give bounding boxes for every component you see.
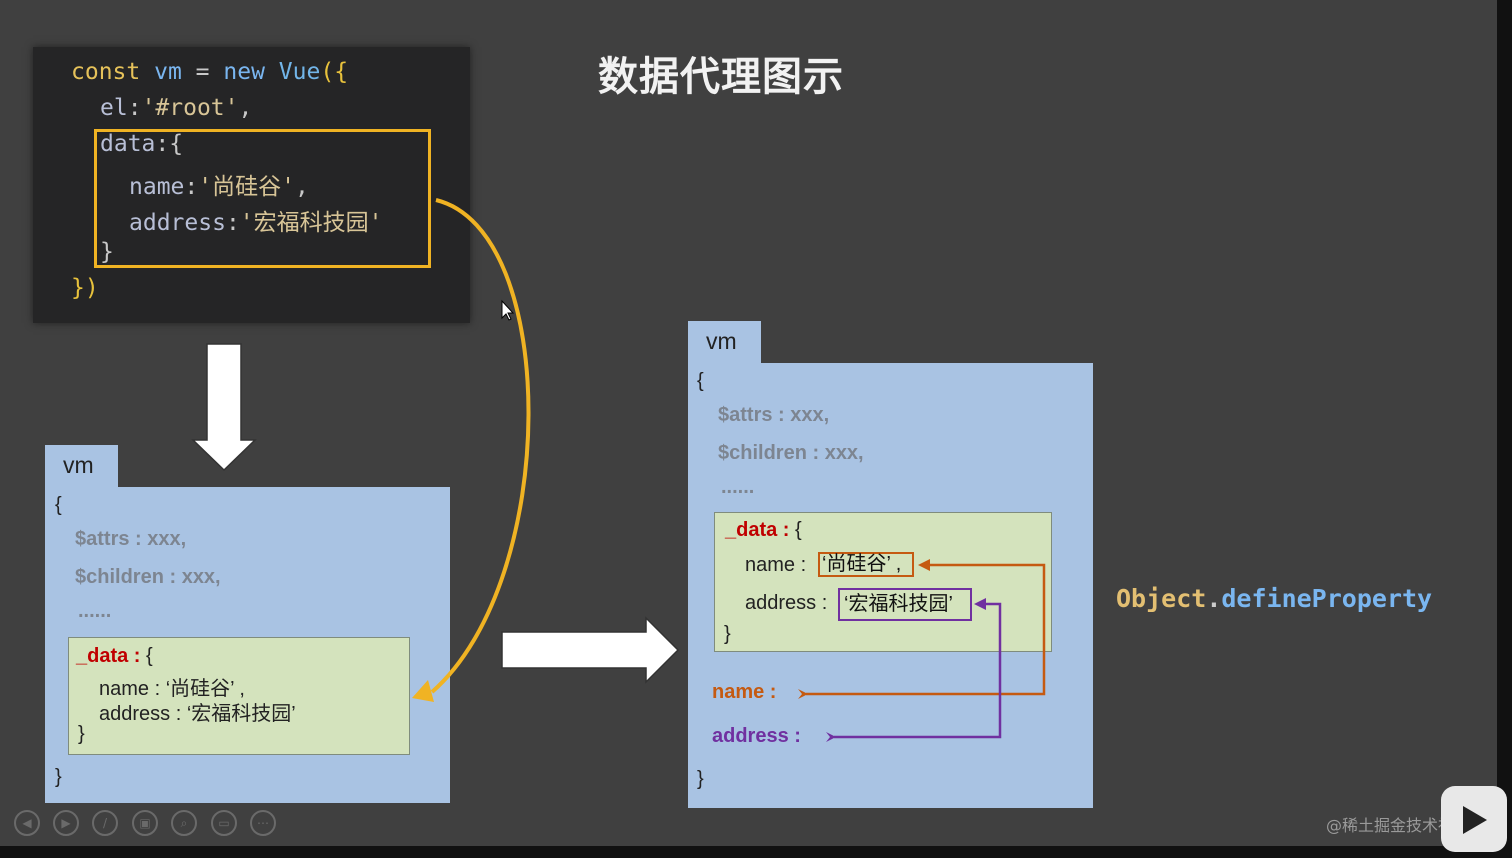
code-prop-data: data — [100, 131, 156, 157]
next-icon[interactable]: ▶ — [53, 810, 79, 836]
code-line-4: name:'尚硅谷', — [129, 174, 309, 200]
name-proxy-head-top — [918, 559, 930, 571]
slides-icon[interactable]: ▣ — [132, 810, 158, 836]
code-prop-address: address — [129, 210, 226, 236]
vm-left-open-brace: { — [55, 494, 62, 516]
connectors-layer — [191, 198, 1046, 742]
bilibili-logo-icon — [1441, 786, 1507, 852]
vm-right-data-box — [714, 512, 1052, 652]
code-fn: Vue — [278, 59, 321, 85]
vm-right-ellipsis: ...... — [721, 476, 755, 498]
vm-right-tab: vm — [688, 321, 761, 366]
vm-right-name-key: name : — [745, 554, 807, 576]
vm-right-data-close: } — [724, 623, 731, 645]
define-property-label: Object.defineProperty — [1116, 584, 1432, 613]
vm-left-ellipsis: ...... — [78, 600, 112, 622]
code-var: vm — [154, 59, 182, 85]
more-icon[interactable]: ⋯ — [250, 810, 276, 836]
code-prop-el: el — [100, 95, 128, 121]
vm-left-name-line: name : ‘尚硅谷’ , — [99, 678, 245, 700]
vm-right-address-key: address : — [745, 592, 828, 614]
code-line-7: }) — [71, 275, 99, 301]
code-comma: , — [238, 95, 253, 121]
vm-left-close-brace: } — [55, 766, 62, 788]
code-line-2: el:'#root', — [100, 95, 253, 121]
address-proxy-line — [826, 602, 1002, 742]
down-arrow — [191, 343, 257, 472]
code-panel: const vm = new Vue({ el:'#root', data:{ … — [33, 47, 470, 323]
vm-right-children: $children : xxx, — [718, 442, 864, 464]
code-line-3: data:{ — [100, 131, 183, 157]
code-comma: , — [294, 174, 309, 200]
pen-icon[interactable]: / — [92, 810, 118, 836]
code-open: ({ — [320, 59, 349, 85]
vm-left-tab: vm — [45, 445, 118, 490]
code-value-address: '宏福科技园' — [239, 210, 383, 236]
vm-left-data-open: { — [146, 645, 153, 667]
code-keyword: const — [71, 59, 141, 85]
vm-left-data-row: _data : { — [76, 645, 153, 668]
vm-left-data-label: _data : — [76, 645, 141, 667]
vm-right-data-label: _data : — [725, 519, 790, 541]
vm-left-data-close: } — [78, 723, 85, 745]
yellow-arrowhead — [412, 680, 434, 702]
code-line-6: } — [100, 239, 114, 265]
code-value-name: '尚硅谷' — [198, 174, 295, 200]
vm-left-address-line: address : ‘宏福科技园’ — [99, 703, 296, 725]
vm-left-children: $children : xxx, — [75, 566, 221, 588]
define-property-dot: . — [1206, 584, 1222, 613]
code-line-1: const vm = new Vue({ — [71, 59, 348, 85]
yellow-curve-arrow — [430, 198, 531, 694]
mouse-cursor-icon — [501, 299, 515, 321]
vm-right-proxy-address: address : — [712, 725, 801, 747]
code-line-5: address:'宏福科技园' — [129, 210, 383, 236]
vm-right-address-value: ‘宏福科技园’ — [838, 588, 972, 621]
vm-right-name-value: ‘尚硅谷’ , — [818, 552, 914, 577]
vm-right-close-brace: } — [697, 768, 704, 790]
prev-icon[interactable]: ◀ — [14, 810, 40, 836]
zoom-icon[interactable]: ⌕ — [171, 810, 197, 836]
define-property-method: defineProperty — [1221, 584, 1433, 613]
watermark: @稀土掘金技术社区 — [1326, 816, 1471, 835]
code-data-highlight — [94, 129, 431, 268]
code-data-open: :{ — [155, 131, 184, 157]
define-property-object: Object — [1116, 584, 1207, 613]
screen-icon[interactable]: ▭ — [211, 810, 237, 836]
vm-left-attrs: $attrs : xxx, — [75, 528, 187, 550]
vm-right-attrs: $attrs : xxx, — [718, 404, 830, 426]
code-op: = — [195, 59, 210, 85]
code-prop-name: name — [129, 174, 185, 200]
slide-title: 数据代理图示 — [598, 54, 844, 100]
vm-right-proxy-name: name : — [712, 681, 777, 703]
right-arrow — [501, 616, 680, 684]
code-new: new — [223, 59, 265, 85]
vm-right-data-open: { — [795, 519, 802, 541]
vm-left-data-box — [68, 637, 410, 755]
slide: 数据代理图示 const vm = new Vue({ el:'#root', … — [0, 0, 1497, 846]
vm-right-data-row: _data : { — [725, 519, 802, 542]
name-proxy-line — [798, 563, 1046, 699]
vm-right-open-brace: { — [697, 370, 704, 392]
address-proxy-head-top — [974, 598, 986, 610]
code-value-el: '#root' — [141, 95, 239, 121]
